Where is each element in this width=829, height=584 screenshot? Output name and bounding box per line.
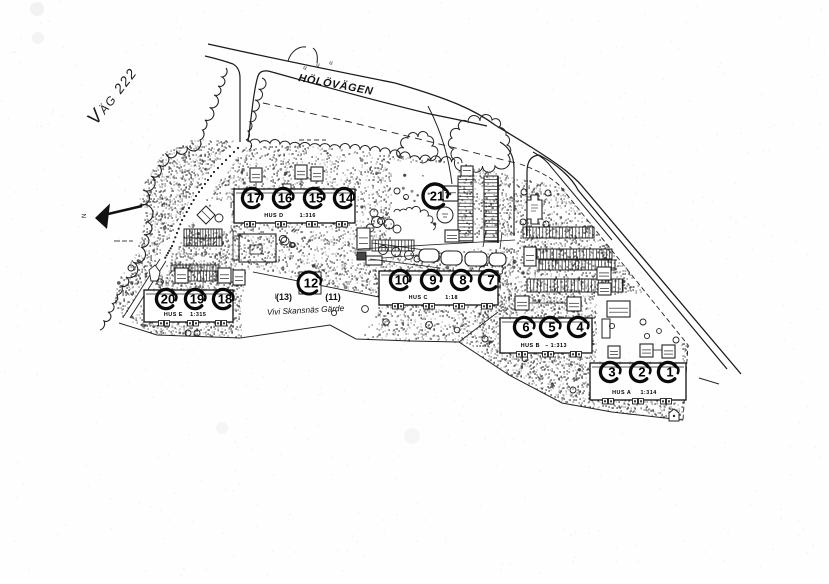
svg-text:20: 20 bbox=[161, 292, 175, 307]
svg-text:17: 17 bbox=[247, 191, 261, 206]
svg-text:16: 16 bbox=[278, 191, 292, 206]
svg-text:– 1:313: – 1:313 bbox=[545, 343, 567, 349]
svg-text:18: 18 bbox=[218, 292, 232, 307]
svg-text:19: 19 bbox=[190, 292, 204, 307]
svg-text:HUS D: HUS D bbox=[264, 213, 283, 219]
svg-text:N: N bbox=[82, 214, 88, 218]
svg-text:15: 15 bbox=[309, 191, 323, 206]
svg-text:HUS B: HUS B bbox=[521, 343, 540, 349]
svg-text:9: 9 bbox=[429, 273, 436, 288]
svg-text:4: 4 bbox=[576, 320, 584, 335]
svg-text:u: u bbox=[316, 62, 321, 69]
svg-text:(13): (13) bbox=[276, 292, 292, 302]
svg-text:HUS A: HUS A bbox=[612, 390, 631, 396]
svg-text:Vivi Skansnäs Gärde: Vivi Skansnäs Gärde bbox=[267, 303, 345, 317]
svg-text:7: 7 bbox=[487, 273, 494, 288]
svg-text:l: l bbox=[275, 294, 277, 301]
svg-text:6: 6 bbox=[522, 320, 529, 335]
svg-text:14: 14 bbox=[339, 191, 354, 206]
svg-text:21: 21 bbox=[430, 189, 444, 204]
svg-text:u: u bbox=[329, 60, 334, 67]
svg-text:5: 5 bbox=[548, 320, 555, 335]
svg-text:1:18: 1:18 bbox=[445, 295, 458, 301]
svg-text:8: 8 bbox=[459, 273, 466, 288]
svg-text:2: 2 bbox=[638, 365, 645, 380]
svg-text:HUS E: HUS E bbox=[164, 312, 183, 318]
svg-text:10: 10 bbox=[395, 273, 409, 288]
svg-text:3: 3 bbox=[608, 365, 615, 380]
svg-text:1: 1 bbox=[666, 365, 673, 380]
svg-text:u: u bbox=[303, 65, 308, 72]
svg-text:HUS C: HUS C bbox=[409, 295, 428, 301]
svg-text:12: 12 bbox=[304, 276, 318, 291]
svg-text:1:315: 1:315 bbox=[190, 312, 206, 318]
svg-text:1:314: 1:314 bbox=[640, 390, 656, 396]
svg-text:(11): (11) bbox=[325, 292, 341, 302]
svg-text:1:316: 1:316 bbox=[300, 213, 316, 219]
